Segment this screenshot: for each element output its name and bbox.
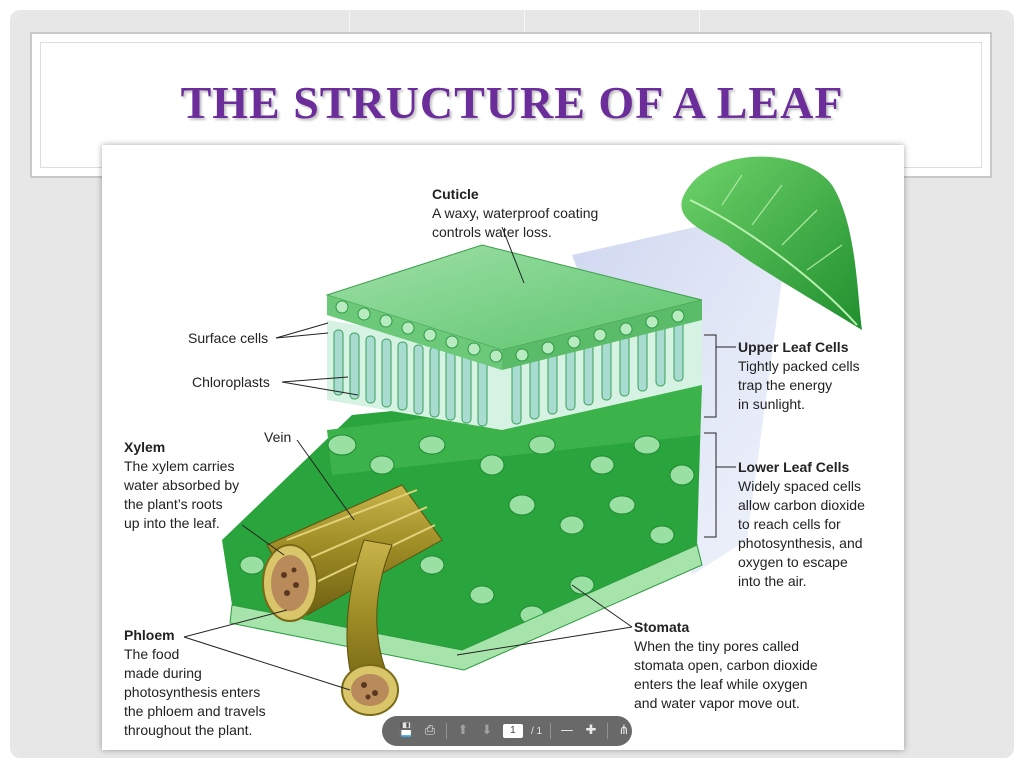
- label-phloem: Phloem The food made during photosynthes…: [124, 627, 266, 738]
- label-vein: Vein: [264, 429, 292, 445]
- toolbar-divider: [445, 723, 447, 739]
- zoom-in-icon[interactable]: ✚: [585, 723, 597, 738]
- leaf-icon: [681, 156, 862, 330]
- page-total: / 1: [530, 725, 543, 737]
- cuticle-surface: [325, 244, 703, 370]
- label-upper-leaf-cells: Upper Leaf Cells Tightly packed cells tr…: [738, 339, 860, 412]
- leader-lines: [183, 226, 736, 691]
- page-number-input[interactable]: 1: [502, 724, 523, 738]
- save-icon[interactable]: 💾: [398, 723, 415, 738]
- toolbar-divider: [550, 723, 552, 739]
- label-cuticle: Cuticle A waxy, waterproof coating contr…: [432, 186, 599, 240]
- label-surface-cells: Surface cells: [188, 330, 269, 346]
- label-lower-leaf-cells: Lower Leaf Cells Widely spaced cells all…: [738, 459, 865, 589]
- top-divider-lines: [0, 10, 1024, 32]
- print-icon[interactable]: ⎙: [424, 723, 436, 738]
- leaf-structure-figure: Cuticle A waxy, waterproof coating contr…: [102, 145, 904, 750]
- vein-bundle: [262, 484, 443, 716]
- pdf-toolbar: 💾 ⎙ ⬆ ⬇ 1 / 1 — ✚ ⋔: [382, 716, 632, 746]
- zoom-out-icon[interactable]: —: [560, 723, 574, 738]
- toolbar-divider: [607, 723, 609, 739]
- page-down-icon[interactable]: ⬇: [481, 723, 493, 738]
- label-stomata: Stomata When the tiny pores called stoma…: [634, 619, 818, 711]
- spongy-layer: [222, 380, 703, 671]
- label-xylem: Xylem The xylem carries water absorbed b…: [124, 439, 240, 531]
- acrobat-icon[interactable]: ⋔: [618, 723, 630, 738]
- leaf-diagram-illustration: [183, 156, 862, 716]
- slide-title: THE STRUCTURE OF A LEAF: [180, 77, 844, 128]
- page-up-icon[interactable]: ⬆: [457, 723, 469, 738]
- label-chloroplasts: Chloroplasts: [192, 374, 270, 390]
